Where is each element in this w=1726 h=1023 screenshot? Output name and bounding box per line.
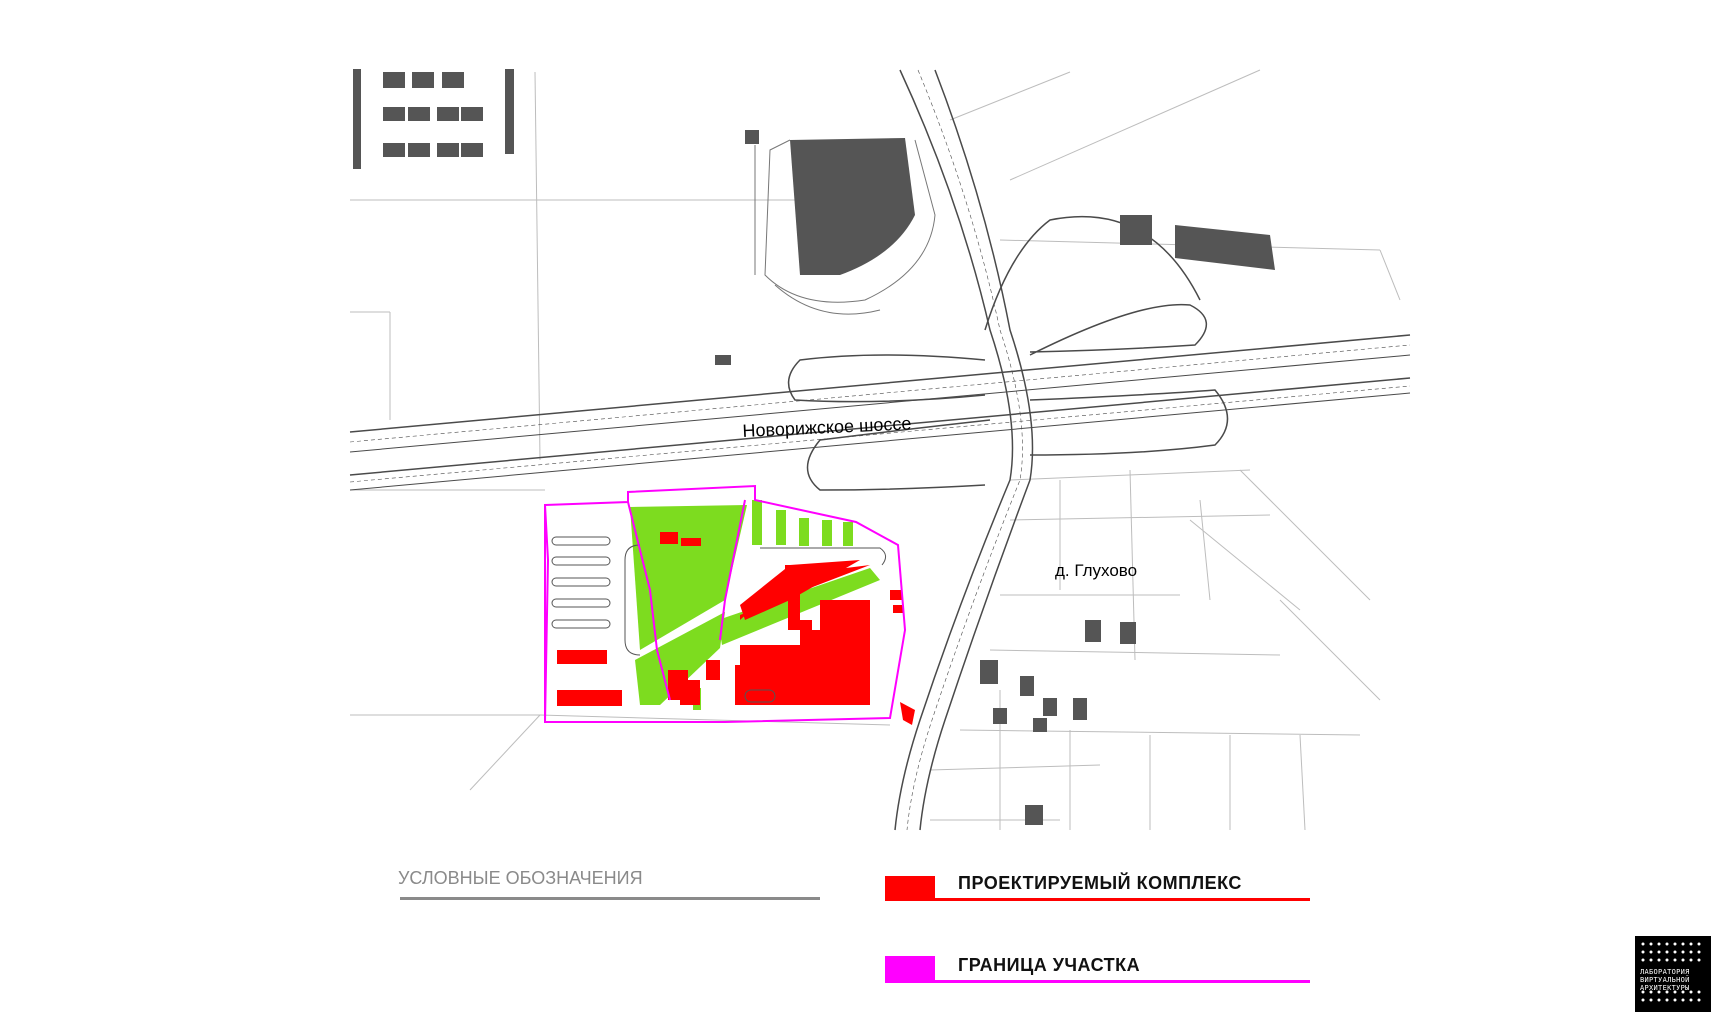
legend-rule-complex <box>885 898 1310 901</box>
logo-dots-icon <box>1641 942 1701 1002</box>
site-boundary <box>544 484 907 723</box>
site-parking <box>551 536 886 703</box>
legend-title-rule <box>400 897 820 900</box>
legend-title: УСЛОВНЫЕ ОБОЗНАЧЕНИЯ <box>398 868 643 888</box>
existing-buildings <box>353 69 1275 825</box>
village-label: д. Глухово <box>1055 561 1138 580</box>
legend-swatch-boundary <box>885 956 935 982</box>
project-complex <box>557 532 915 725</box>
parcel-lines <box>350 69 1401 831</box>
interchange-loops <box>787 216 1229 491</box>
mall-parking <box>754 139 936 315</box>
highway <box>349 334 1411 491</box>
logo-text: ЛАБОРАТОРИЯ ВИРТУАЛЬНОЙ АРХИТЕКТУРЫ <box>1640 968 1690 992</box>
legend-item-complex: ПРОЕКТИРУЕМЫЙ КОМПЛЕКС <box>958 873 1242 893</box>
crossroad <box>894 69 1034 831</box>
legend-swatch-complex <box>885 876 935 898</box>
legend-item-boundary: ГРАНИЦА УЧАСТКА <box>958 955 1141 975</box>
legend-rule-boundary <box>885 980 1310 983</box>
lab-logo <box>1635 936 1711 1012</box>
